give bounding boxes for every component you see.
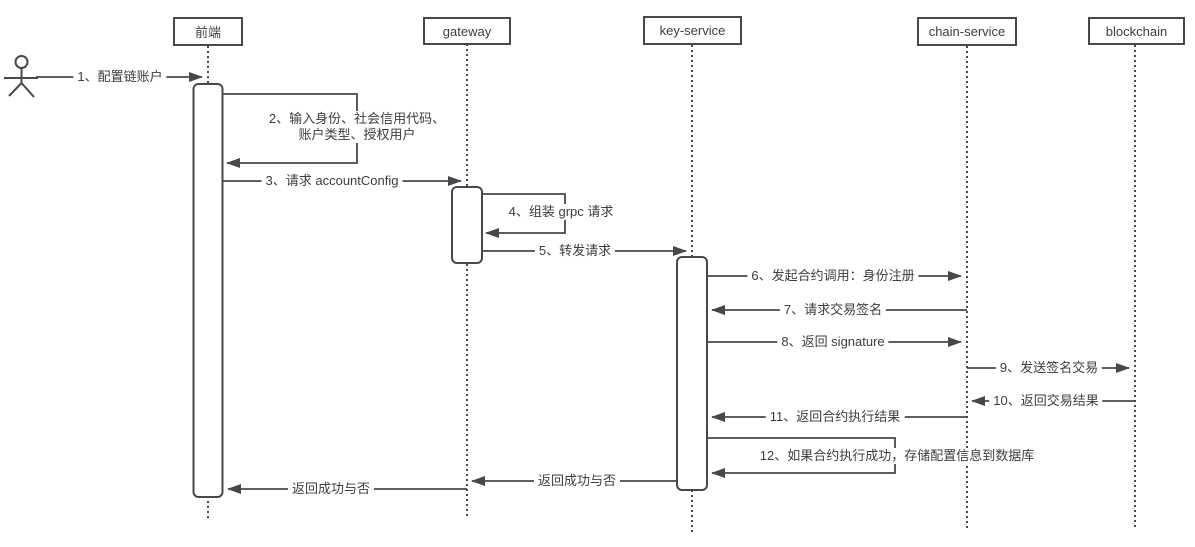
participant-key-service: key-service — [643, 16, 742, 45]
activation-bars — [192, 83, 708, 498]
message-label-9: 9、发送签名交易 — [995, 360, 1103, 376]
message-label-13: 返回成功与否 — [533, 473, 621, 489]
message-label-1: 1、配置链账户 — [73, 69, 167, 85]
participant-chain-service: chain-service — [917, 17, 1017, 46]
actor-icon — [4, 55, 38, 98]
message-label-12: 12、如果合约执行成功，存储配置信息到数据库 — [755, 448, 1039, 464]
message-label-8: 8、返回 signature — [777, 334, 889, 350]
message-label-10: 10、返回交易结果 — [989, 393, 1103, 409]
participant-frontend: 前端 — [173, 17, 243, 46]
message-label-7: 7、请求交易签名 — [779, 302, 887, 318]
message-label-4: 4、组装 grpc 请求 — [504, 204, 618, 220]
participant-gateway: gateway — [423, 17, 511, 45]
activation-frontend — [192, 83, 224, 498]
activation-key-service — [676, 256, 708, 491]
activation-gateway — [451, 186, 483, 264]
message-label-11: 11、返回合约执行结果 — [765, 409, 905, 425]
message-label-3: 3、请求 accountConfig — [261, 173, 403, 189]
message-label-6: 6、发起合约调用：身份注册 — [747, 268, 919, 284]
message-label-5: 5、转发请求 — [534, 243, 616, 259]
message-label-2-line1: 2、输入身份、社会信用代码、 — [268, 111, 446, 126]
message-label-2-line2: 账户类型、授权用户 — [298, 127, 416, 142]
message-label-2: 2、输入身份、社会信用代码、 账户类型、授权用户 — [264, 111, 450, 143]
message-label-14: 返回成功与否 — [287, 481, 375, 497]
participant-blockchain: blockchain — [1088, 17, 1185, 45]
